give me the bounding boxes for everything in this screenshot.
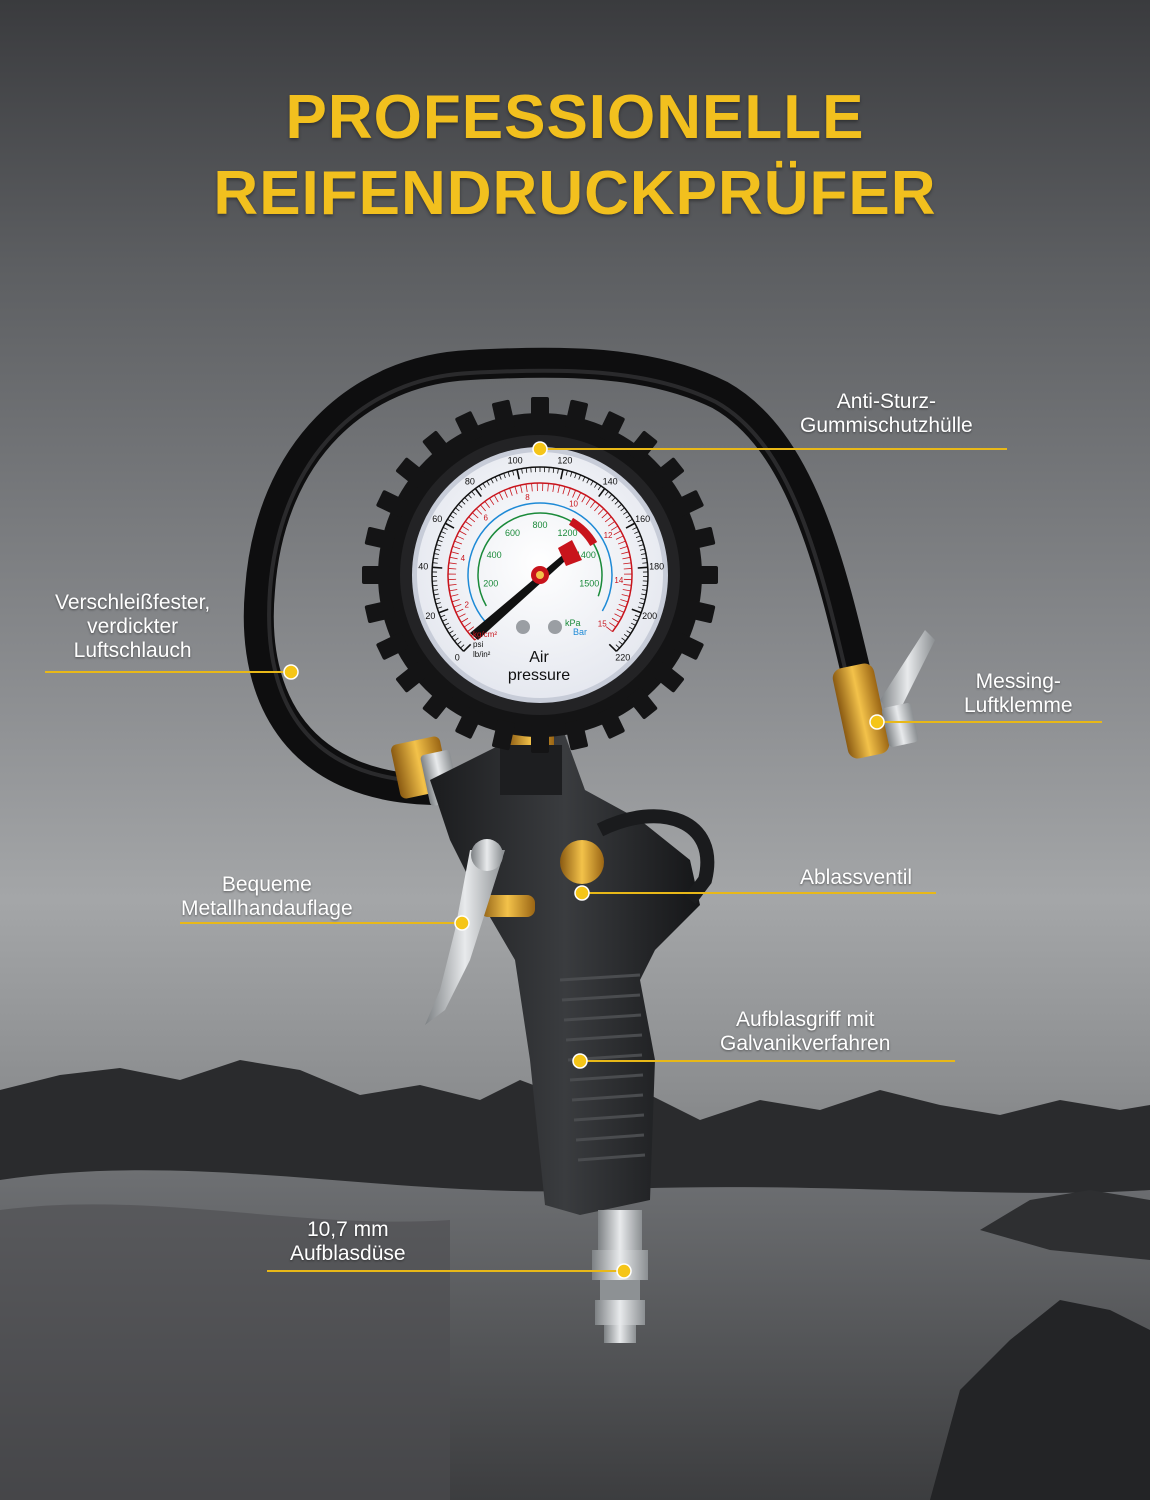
kpa-tick-label: 600 <box>505 528 520 538</box>
label-metallhandauflage: Bequeme Metallhandauflage <box>181 873 353 920</box>
boot-tooth <box>671 632 704 660</box>
psi-tick-label: 100 <box>508 456 523 466</box>
boot-tooth <box>362 566 390 584</box>
psi-tick-label: 140 <box>603 476 618 486</box>
psi-tick-label: 80 <box>465 476 475 486</box>
label-aufblasduese: 10,7 mm Aufblasdüse <box>290 1218 406 1265</box>
gauge-unit-bar: Bar <box>573 627 587 637</box>
boot-tooth <box>455 411 483 444</box>
psi-tick-label: 180 <box>649 562 664 572</box>
boot-tooth <box>684 599 716 623</box>
psi-tick-label: 160 <box>635 514 650 524</box>
boot-tooth <box>455 706 483 739</box>
pressure-gauge: 0 20 40 60 80 100 120 140 160 180 200 220 2 4 6 8 10 12 14… <box>417 452 664 698</box>
boot-tooth <box>627 687 658 719</box>
psi-tick-label: 0 <box>455 653 460 663</box>
psi-tick-label: 20 <box>425 611 435 621</box>
boot-tooth <box>597 411 625 444</box>
boot-tooth <box>627 431 658 463</box>
boot-tooth <box>364 527 396 551</box>
label-messing-luftklemme: Messing- Luftklemme <box>964 670 1073 717</box>
gauge-unit-psi: psi <box>473 640 483 649</box>
kg-tick-label: 4 <box>461 554 466 563</box>
gauge-unit-kg: kg/cm² <box>473 630 497 639</box>
kpa-tick-label: 1200 <box>557 528 577 538</box>
inflation-nozzle <box>592 1210 648 1343</box>
boot-tooth <box>492 719 516 751</box>
boot-tooth <box>376 632 409 660</box>
kpa-tick-label: 1400 <box>576 550 596 560</box>
kg-tick-label: 2 <box>465 601 470 610</box>
gauge-text-pressure: pressure <box>508 667 570 684</box>
metal-lever <box>425 839 505 1025</box>
boot-tooth <box>396 662 428 693</box>
kpa-tick-label: 800 <box>532 520 547 530</box>
psi-tick-label: 200 <box>642 611 657 621</box>
boot-tooth <box>652 662 684 693</box>
boot-tooth <box>684 527 716 551</box>
page-title-line-1: PROFESSIONELLE <box>285 83 865 152</box>
psi-tick-label: 220 <box>615 653 630 663</box>
psi-tick-label: 60 <box>432 514 442 524</box>
boot-tooth <box>564 399 588 431</box>
kg-tick-label: 14 <box>614 576 623 585</box>
label-luftschlauch: Verschleißfester, verdickter Luftschlauc… <box>55 591 211 662</box>
kg-tick-label: 15 <box>598 620 607 629</box>
boot-tooth <box>531 397 549 425</box>
boot-tooth <box>671 490 704 518</box>
kpa-tick-label: 400 <box>487 550 502 560</box>
kg-tick-label: 10 <box>569 499 578 508</box>
kpa-tick-label: 1500 <box>579 579 599 589</box>
boot-tooth <box>422 431 453 463</box>
gauge-text-air: Air <box>529 649 549 666</box>
kpa-tick-label: 200 <box>483 579 498 589</box>
air-hose <box>243 347 875 805</box>
gauge-unit-kpa: kPa <box>565 618 581 628</box>
boot-tooth <box>564 719 588 751</box>
label-ablassventil: Ablassventil <box>800 866 913 889</box>
boot-tooth <box>364 599 396 623</box>
boot-tooth <box>492 399 516 431</box>
boot-tooth <box>597 706 625 739</box>
boot-tooth <box>376 490 409 518</box>
kg-tick-label: 8 <box>525 493 530 502</box>
leader-dots <box>283 441 885 1279</box>
kg-tick-label: 6 <box>483 514 488 523</box>
boot-tooth <box>422 687 453 719</box>
label-anti-sturz: Anti-Sturz- Gummischutzhülle <box>800 390 973 437</box>
gauge-unit-lb: lb/in² <box>473 650 491 659</box>
boot-tooth <box>531 725 549 753</box>
landscape <box>0 1060 1150 1500</box>
label-aufblasgriff: Aufblasgriff mit Galvanikverfahren <box>720 1008 891 1055</box>
leader-lines <box>45 448 1102 1272</box>
kg-tick-label: 12 <box>604 531 613 540</box>
boot-tooth <box>396 457 428 488</box>
psi-tick-label: 120 <box>557 456 572 466</box>
boot-tooth <box>652 457 684 488</box>
psi-tick-label: 40 <box>418 562 428 572</box>
brass-air-clamp <box>832 630 935 759</box>
page-title-line-2: REIFENDRUCKPRÜFER <box>213 159 937 228</box>
boot-tooth <box>690 566 718 584</box>
